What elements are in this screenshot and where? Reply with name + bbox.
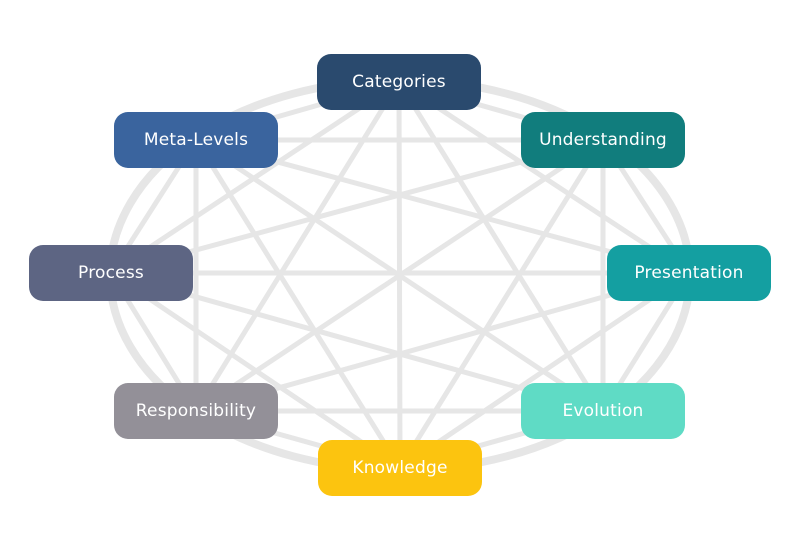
connector-presentation-meta-levels <box>193 137 692 276</box>
meta-levels-label: Meta-Levels <box>143 130 249 150</box>
knowledge-label: Knowledge <box>352 458 448 478</box>
understanding-label: Understanding <box>539 130 667 150</box>
connector-evolution-meta-levels <box>193 137 606 414</box>
responsibility-label: Responsibility <box>135 401 257 421</box>
presentation-node[interactable]: Presentation <box>607 245 771 301</box>
process-label: Process <box>78 263 144 283</box>
connector-understanding-process <box>108 137 606 276</box>
responsibility-node[interactable]: Responsibility <box>114 383 278 439</box>
connector-knowledge-meta-levels <box>193 137 403 471</box>
process-node[interactable]: Process <box>29 245 193 301</box>
knowledge-node[interactable]: Knowledge <box>318 440 482 496</box>
evolution-node[interactable]: Evolution <box>521 383 685 439</box>
categories-label: Categories <box>352 72 446 92</box>
categories-node[interactable]: Categories <box>317 54 481 110</box>
connector-knowledge-process <box>108 270 403 471</box>
understanding-node[interactable]: Understanding <box>521 112 685 168</box>
meta-levels-node[interactable]: Meta-Levels <box>114 112 278 168</box>
evolution-label: Evolution <box>562 401 644 421</box>
presentation-label: Presentation <box>634 263 744 283</box>
connector-evolution-process <box>108 270 606 414</box>
